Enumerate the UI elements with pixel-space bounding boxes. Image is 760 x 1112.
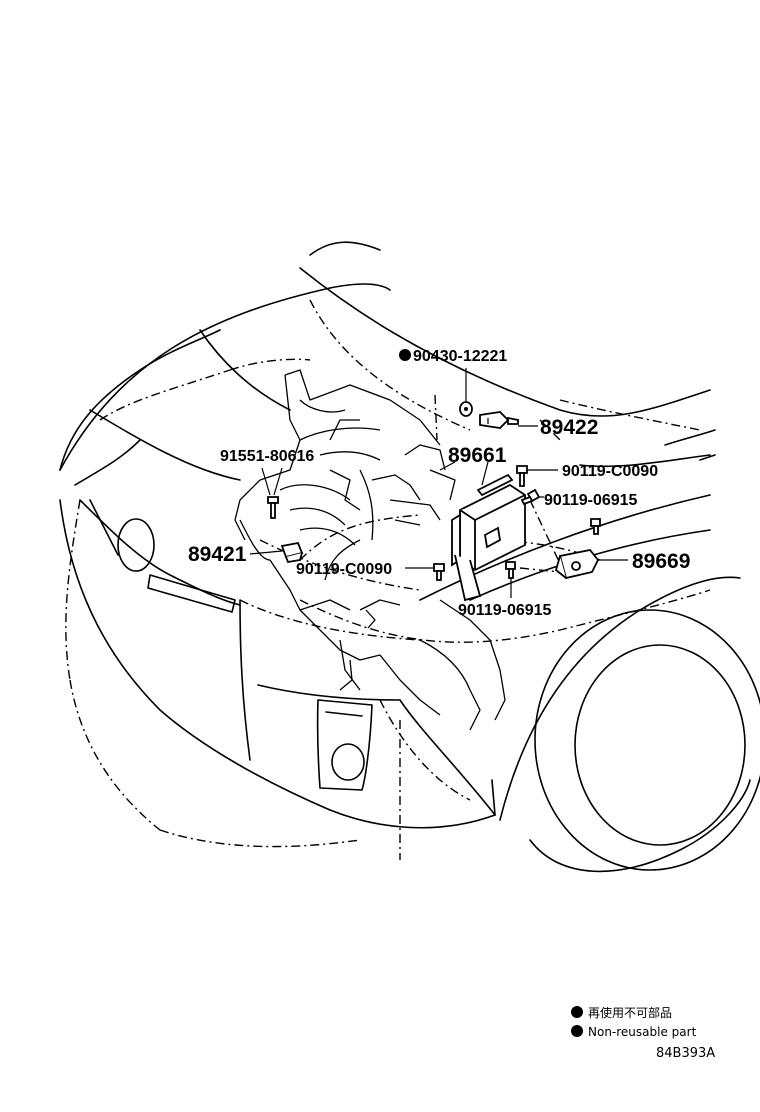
vehicle-body-outline — [59, 241, 760, 873]
part-label-91551-80616[interactable]: 91551-80616 — [220, 448, 314, 465]
part-label-89422[interactable]: 89422 — [540, 416, 598, 439]
sensor-89422 — [479, 411, 519, 429]
diagram-reference-code: 84B393A — [656, 1046, 715, 1061]
legend-english: Non-reusable part — [588, 1025, 697, 1039]
legend-marker-icon — [571, 1025, 583, 1037]
non-reusable-marker-icon — [399, 349, 411, 361]
vehicle-phantom-lines — [65, 299, 711, 860]
part-label-89421[interactable]: 89421 — [188, 543, 247, 566]
bolt-90119-C0090-lower — [433, 563, 445, 581]
bolt-91551-80616 — [267, 496, 279, 519]
bolt-90119-06915-lower — [505, 561, 516, 579]
part-label-89669[interactable]: 89669 — [632, 550, 690, 573]
bolt-90119-06915-upper — [520, 488, 541, 506]
leader-lines — [249, 368, 628, 598]
legend-marker-icon — [571, 1006, 583, 1018]
sensor-89421 — [280, 541, 304, 564]
part-label-89661[interactable]: 89661 — [448, 444, 507, 467]
part-label-90430-12221[interactable]: 90430-12221 — [413, 348, 507, 365]
engine-assembly — [234, 369, 506, 731]
gasket-90430-12221 — [459, 401, 473, 417]
engine-control-computer-89661 — [451, 473, 526, 602]
legend-japanese: 再使用不可部品 — [588, 1005, 672, 1020]
part-label-90119-C0090-lower[interactable]: 90119-C0090 — [296, 561, 392, 578]
part-labels: 90430-12221 89422 89661 90119-C0090 9011… — [188, 348, 690, 619]
part-label-90119-06915-upper[interactable]: 90119-06915 — [544, 492, 638, 509]
legend: 再使用不可部品 Non-reusable part 84B393A — [571, 1005, 715, 1061]
part-label-90119-06915-lower[interactable]: 90119-06915 — [458, 602, 552, 619]
bolt-90119-C0090-upper — [516, 465, 528, 487]
bolt-90119-06915-right — [590, 518, 601, 535]
part-label-90119-C0090-upper[interactable]: 90119-C0090 — [562, 463, 658, 480]
bracket-89669 — [554, 549, 600, 580]
